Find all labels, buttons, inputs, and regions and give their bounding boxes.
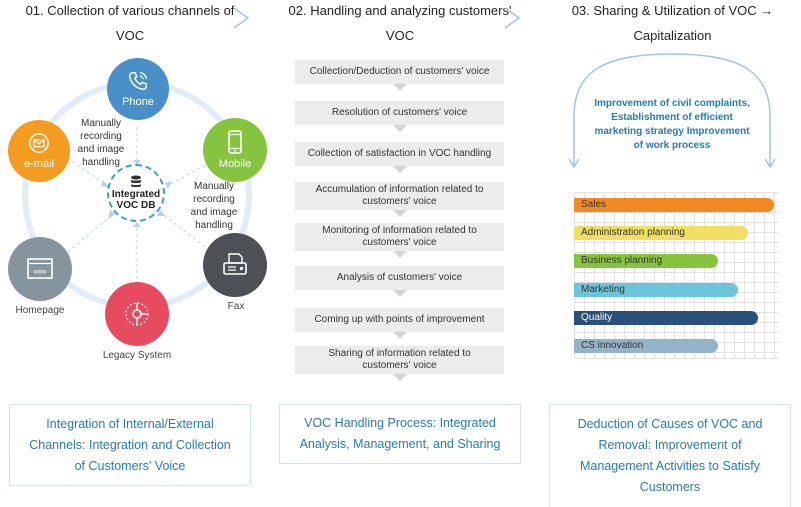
process-step-1: Collection/Deduction of customers' voice [295, 60, 504, 84]
utilization-bar: Business planning [574, 254, 718, 269]
center-line2: VOC DB [116, 200, 156, 211]
step-arrow [393, 84, 407, 91]
col3-caption: Deduction of Causes of VOC and Removal: … [549, 404, 791, 507]
chevron-right-icon [233, 7, 250, 29]
step-arrow [393, 166, 407, 173]
improvement-text: Improvement of civil complaints, Establi… [594, 98, 750, 151]
channel-fax [203, 233, 267, 297]
network-icon [125, 302, 149, 326]
col1-caption: Integration of Internal/External Channel… [9, 404, 251, 486]
process-step-7: Coming up with points of improvement [295, 308, 504, 332]
channel-homepage-label: Homepage [15, 305, 65, 316]
channel-legacy-label: Legacy System [102, 350, 172, 361]
mail-icon [29, 133, 49, 153]
process-step-2: Resolution of customers' voice [295, 101, 504, 125]
step-arrow [393, 251, 407, 258]
channel-phone-label: Phone [122, 96, 154, 108]
channel-legacy [105, 282, 169, 346]
step-arrow [393, 374, 407, 381]
manual-handling-note-right: Manually recording and image handling [190, 181, 238, 231]
chevron-right-icon [504, 7, 521, 29]
step-arrow [393, 332, 407, 339]
browser-icon: www [27, 258, 53, 279]
fax-icon [223, 253, 247, 275]
channel-email-label: e-mail [24, 158, 54, 170]
channel-homepage: www [8, 237, 72, 301]
utilization-bar: Sales [574, 198, 774, 212]
database-icon [131, 175, 141, 188]
center-line1: Integrated [111, 189, 161, 200]
utilization-bar: Quality [574, 310, 758, 325]
manual-handling-note-left: Manually recording and image handling [77, 118, 125, 168]
step-arrow [393, 210, 407, 217]
utilization-bar: Administration planning [574, 226, 748, 241]
utilization-bar: Marketing [574, 282, 738, 297]
col2-title: 02. Handling and analyzing customers' VO… [288, 3, 512, 43]
col2-caption: VOC Handling Process: Integrated Analysi… [279, 404, 521, 464]
step-arrow [393, 125, 407, 132]
process-step-3: Collection of satisfaction in VOC handli… [295, 142, 504, 166]
utilization-bar: CS innovation [574, 339, 718, 353]
feedback-loop-arrow [568, 53, 776, 169]
col1-title: 01. Collection of various channels of VO… [25, 3, 235, 43]
channel-fax-label: Fax [227, 301, 245, 312]
process-step-6: Analysis of customers' voice [295, 266, 504, 290]
integrated-voc-db: Integrated VOC DB [107, 164, 165, 222]
mobile-icon [228, 130, 242, 154]
channel-mobile: Mobile [203, 118, 267, 182]
channel-mobile-label: Mobile [218, 158, 252, 170]
bar-chart-grid [574, 192, 779, 359]
col3-title: 03. Sharing & Utilization of VOC → Capit… [571, 3, 774, 43]
step-arrow [393, 290, 407, 297]
channel-phone: Phone [107, 58, 169, 120]
svg-text:www: www [33, 270, 48, 276]
channel-email: e-mail [8, 120, 70, 182]
phone-icon [129, 72, 147, 90]
